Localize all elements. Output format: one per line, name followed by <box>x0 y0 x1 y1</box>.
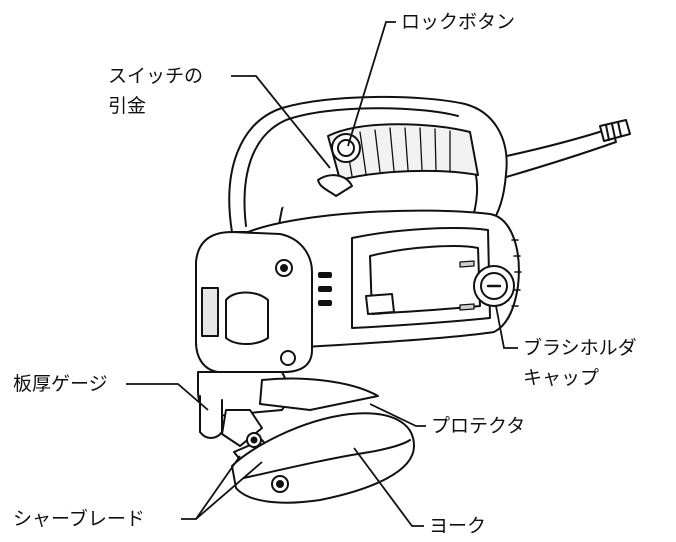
leader-lines <box>126 21 518 527</box>
leader-brush-holder-cap <box>495 305 518 349</box>
label-shear-blade: シャーブレード <box>13 508 145 530</box>
label-lock-button: ロックボタン <box>401 11 516 33</box>
label-brush-holder-cap-line1: ブラシホルダ <box>523 337 637 359</box>
leader-protector <box>369 403 426 427</box>
power-cord <box>487 119 631 181</box>
shear-head <box>197 371 379 473</box>
label-yoke: ヨーク <box>429 515 487 537</box>
handle <box>228 95 508 233</box>
leader-shear-blade-b <box>195 461 263 520</box>
motor-housing <box>247 209 522 351</box>
gear-housing <box>195 231 395 373</box>
label-brush-holder-cap-line2: キャップ <box>523 367 600 389</box>
protector <box>259 377 379 411</box>
leader-lock-button <box>347 21 396 147</box>
leader-thickness-gauge <box>126 383 209 411</box>
label-thickness-gauge: 板厚ゲージ <box>13 373 108 395</box>
yoke-part <box>231 412 415 504</box>
leader-switch-trigger <box>231 75 331 169</box>
label-switch-trigger-line2: 引金 <box>108 95 147 117</box>
label-switch-trigger-line1: スイッチの <box>108 65 204 87</box>
label-protector: プロテクタ <box>431 415 526 437</box>
leader-yoke <box>353 447 424 527</box>
switch-trigger <box>317 174 353 197</box>
